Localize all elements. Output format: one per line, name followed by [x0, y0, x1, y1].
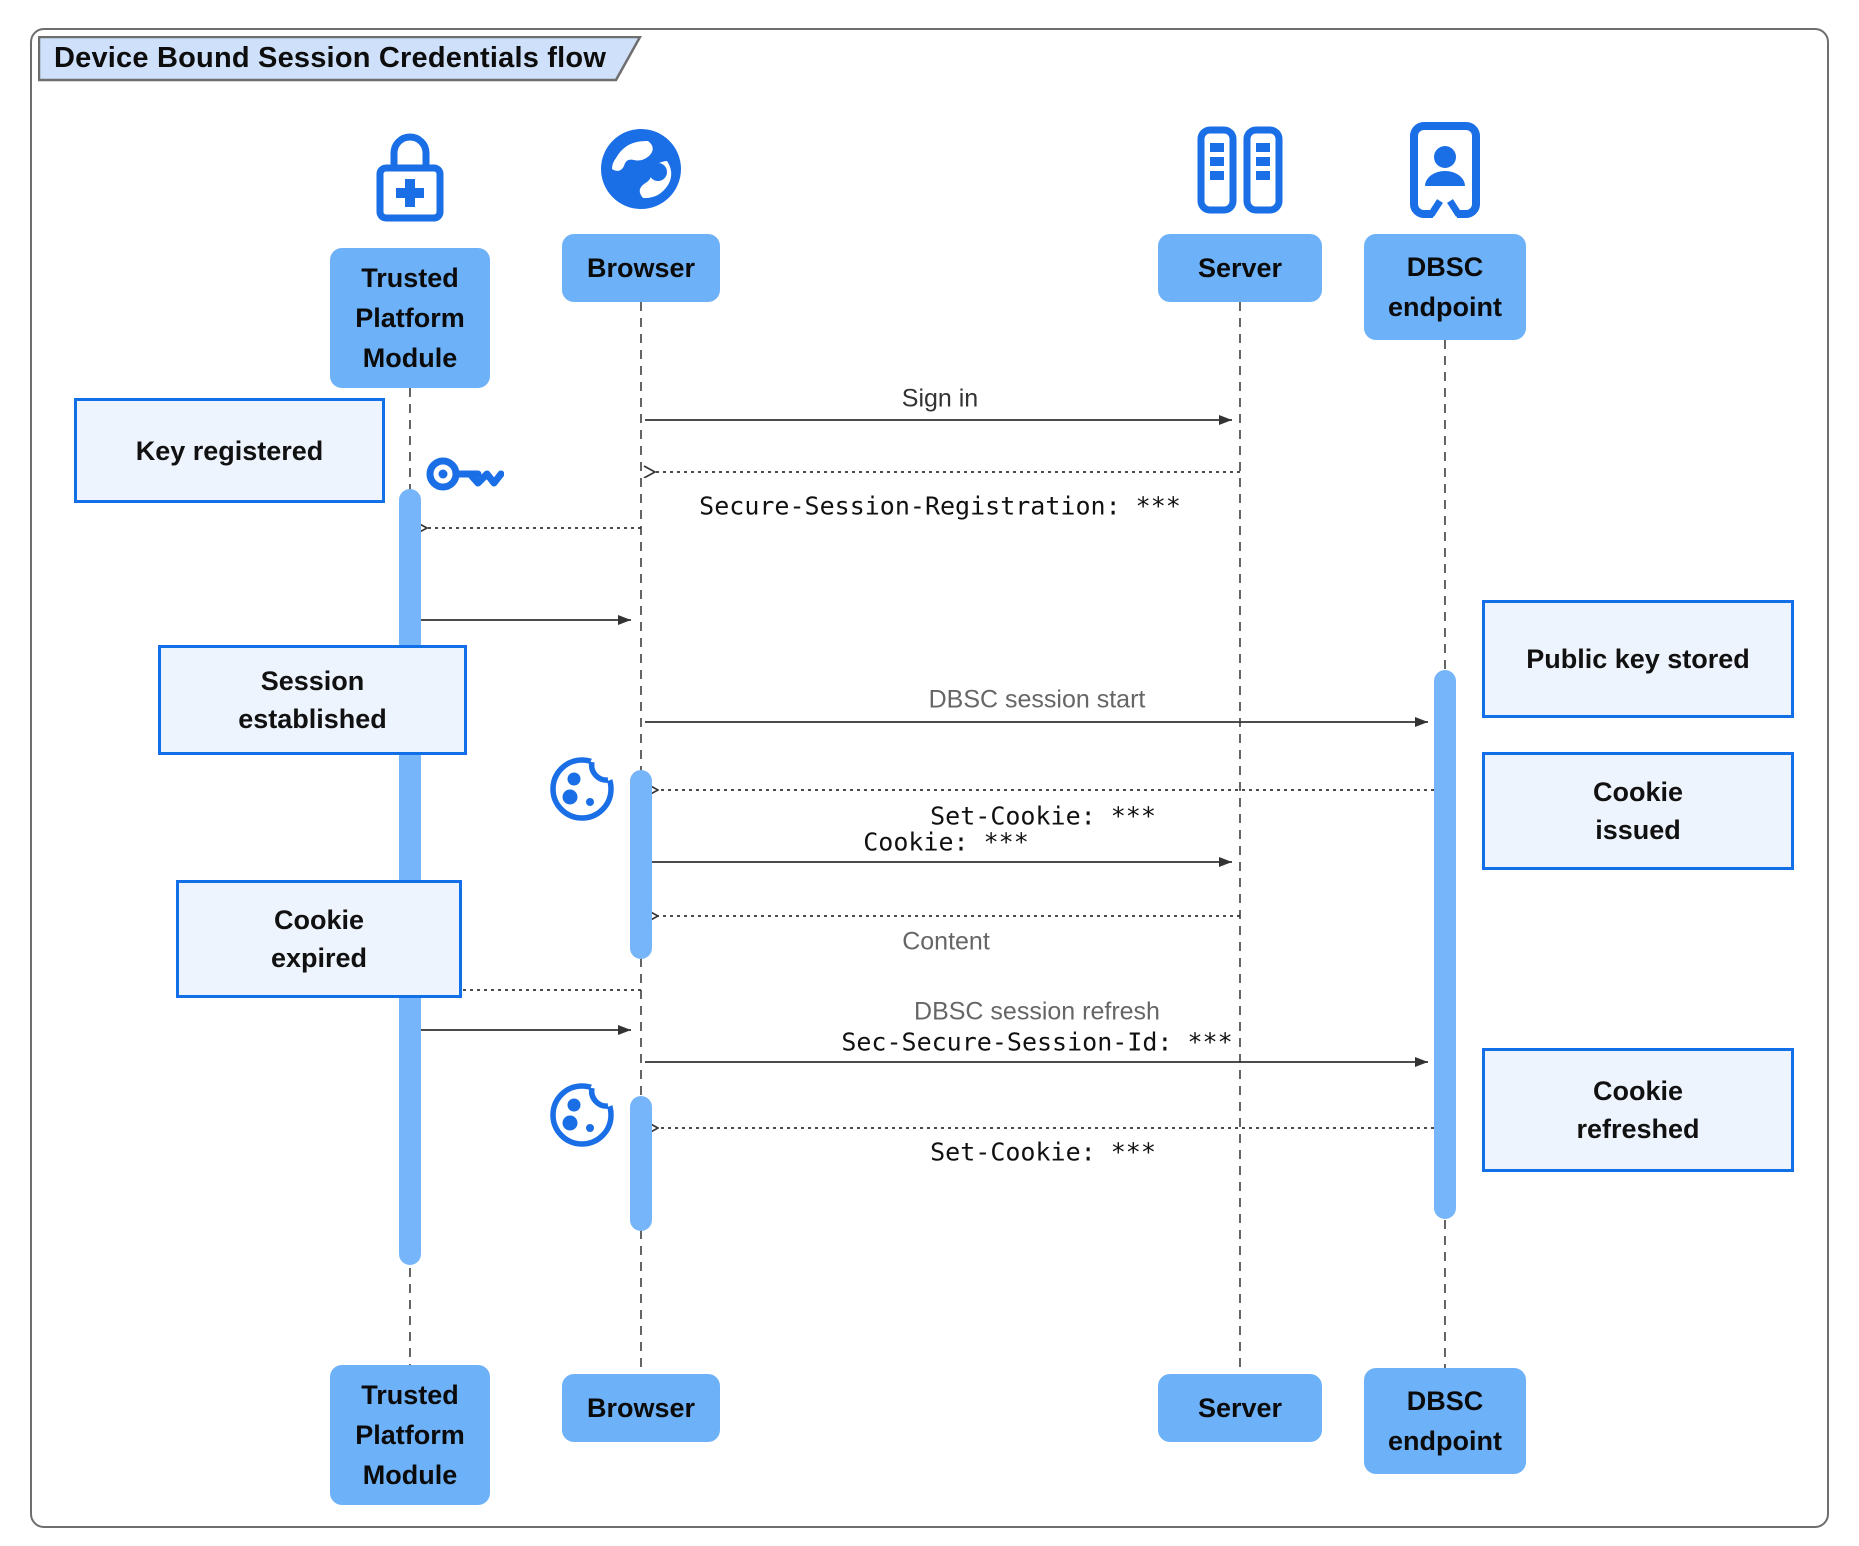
activation-browser-2: [630, 1096, 652, 1231]
actor-tpm-top: Trusted Platform Module: [330, 248, 490, 388]
actor-tpm-label: Trusted Platform Module: [355, 263, 465, 373]
actor-server-bottom: Server: [1158, 1374, 1322, 1442]
note-session-established: Session established: [158, 645, 467, 755]
message-dbsc-session-refresh: DBSC session refresh: [914, 997, 1160, 1026]
message-set-cookie-1: Set-Cookie: ***: [930, 801, 1156, 831]
actor-dbsc-label: DBSC endpoint: [1388, 1386, 1502, 1456]
title-tab-shape: [38, 36, 642, 82]
note-public-key-stored: Public key stored: [1482, 600, 1794, 718]
activation-browser-1: [630, 770, 652, 959]
page-title: Device Bound Session Credentials flow: [54, 41, 607, 74]
note-cookie-expired: Cookie expired: [176, 880, 462, 998]
note-cookie-issued: Cookie issued: [1482, 752, 1794, 870]
actor-tpm-label: Trusted Platform Module: [355, 1380, 465, 1490]
globe-icon: [601, 129, 681, 209]
note-text: Cookie issued: [1592, 777, 1684, 845]
key-icon: [426, 457, 504, 491]
diagram-title-tab: Device Bound Session Credentials flow: [38, 36, 642, 82]
server-rack-icon: [1197, 126, 1283, 214]
actor-dbsc-bottom: DBSC endpoint: [1364, 1368, 1526, 1474]
actor-tpm-bottom: Trusted Platform Module: [330, 1365, 490, 1505]
activation-dbsc: [1434, 670, 1456, 1219]
actor-dbsc-label: DBSC endpoint: [1388, 252, 1502, 322]
note-cookie-refreshed: Cookie refreshed: [1482, 1048, 1794, 1172]
actor-browser-top: Browser: [562, 234, 720, 302]
message-cookie: Cookie: ***: [863, 827, 1029, 857]
note-text: Key registered: [135, 435, 324, 466]
actor-browser-label: Browser: [586, 1393, 696, 1423]
message-set-cookie-2: Set-Cookie: ***: [930, 1137, 1156, 1167]
message-sign-in: Sign in: [901, 384, 979, 413]
note-key-registered: Key registered: [74, 398, 385, 503]
actor-server-top: Server: [1158, 234, 1322, 302]
actor-server-label: Server: [1197, 253, 1283, 283]
message-sec-secure-session-id: Sec-Secure-Session-Id: ***: [841, 1027, 1233, 1057]
actor-browser-label: Browser: [586, 253, 696, 283]
note-text: Session established: [238, 666, 387, 734]
actor-server-label: Server: [1197, 1393, 1283, 1423]
actor-browser-bottom: Browser: [562, 1374, 720, 1442]
cookie-icon: [550, 1079, 617, 1147]
actor-dbsc-top: DBSC endpoint: [1364, 234, 1526, 340]
message-dbsc-session-start: DBSC session start: [928, 685, 1146, 714]
note-text: Public key stored: [1526, 644, 1750, 674]
note-text: Cookie expired: [270, 905, 368, 973]
lock-plus-icon: [376, 133, 444, 222]
diagram-border: [30, 28, 1829, 1528]
badge-person-icon: [1410, 122, 1480, 218]
message-content: Content: [902, 927, 990, 956]
cookie-icon: [550, 753, 617, 821]
message-session-registration: Secure-Session-Registration: ***: [699, 491, 1181, 521]
note-text: Cookie refreshed: [1576, 1076, 1700, 1144]
activation-tpm: [399, 489, 421, 1265]
